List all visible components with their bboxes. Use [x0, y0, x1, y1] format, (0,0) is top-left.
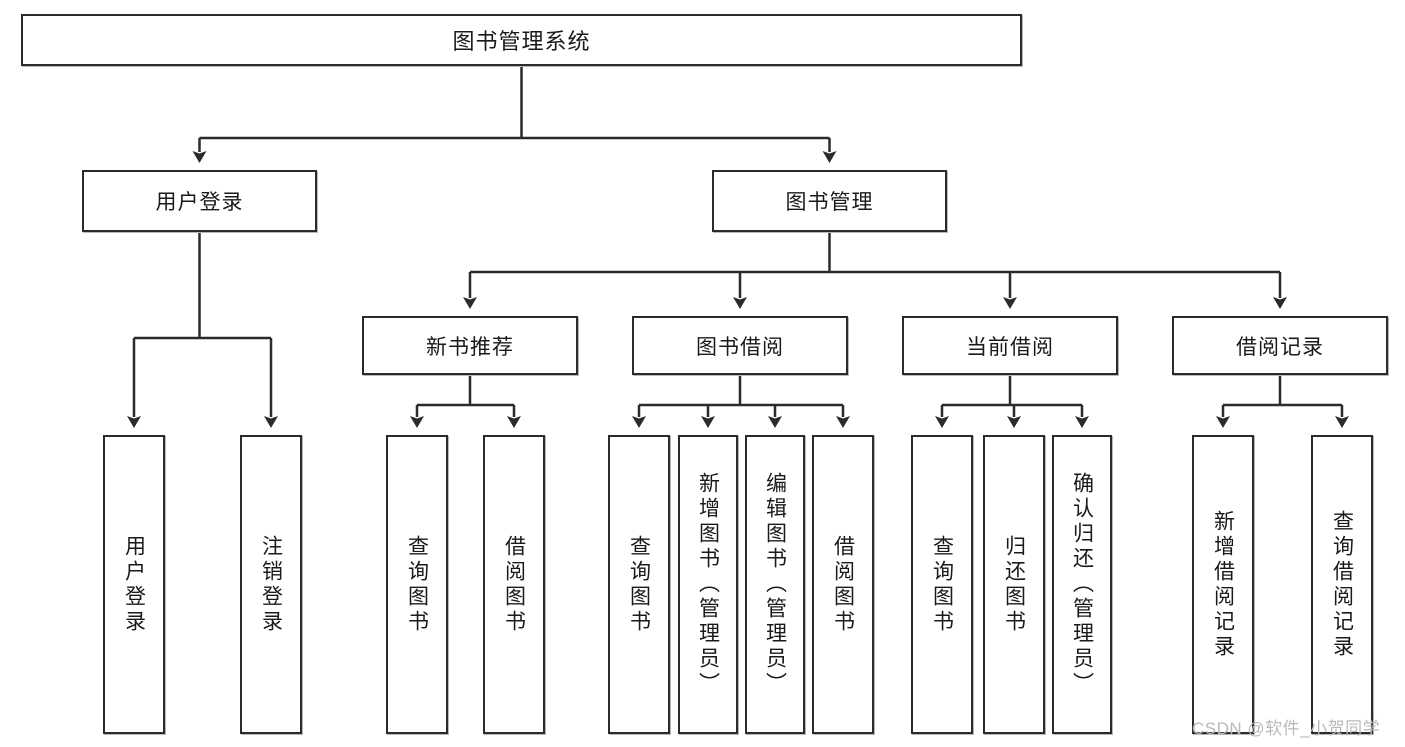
node-book-management[interactable]: 图书管理 — [712, 170, 947, 232]
node-label: 借阅图书 — [831, 534, 855, 635]
node-root[interactable]: 图书管理系统 — [21, 14, 1022, 66]
leaf-return-book[interactable]: 归还图书 — [983, 435, 1045, 734]
leaf-add-book-admin[interactable]: 新增图书（管理员） — [678, 435, 738, 734]
node-label: 新增借阅记录 — [1211, 509, 1235, 660]
node-label: 查询图书 — [930, 534, 954, 635]
leaf-query-borrow-record[interactable]: 查询借阅记录 — [1311, 435, 1373, 734]
node-label: 用户登录 — [122, 534, 146, 635]
node-label: 编辑图书（管理员） — [763, 472, 787, 697]
node-label: 图书管理 — [785, 191, 874, 214]
leaf-add-borrow-record[interactable]: 新增借阅记录 — [1192, 435, 1254, 734]
node-label: 归还图书 — [1002, 534, 1026, 635]
leaf-query-book-recommend[interactable]: 查询图书 — [386, 435, 448, 734]
node-label: 借阅图书 — [502, 534, 526, 635]
node-book-borrow[interactable]: 图书借阅 — [632, 316, 848, 375]
node-label: 查询图书 — [405, 534, 429, 635]
node-label: 图书借阅 — [696, 335, 784, 359]
node-borrow-record[interactable]: 借阅记录 — [1172, 316, 1388, 375]
leaf-query-book-current[interactable]: 查询图书 — [911, 435, 973, 734]
node-label: 确认归还（管理员） — [1070, 472, 1094, 697]
node-label: 当前借阅 — [966, 335, 1054, 359]
node-user-login[interactable]: 用户登录 — [82, 170, 317, 232]
leaf-logout[interactable]: 注销登录 — [240, 435, 302, 734]
node-label: 用户登录 — [155, 191, 244, 214]
node-label: 图书管理系统 — [452, 29, 591, 54]
leaf-borrow-book-recommend[interactable]: 借阅图书 — [483, 435, 545, 734]
node-label: 注销登录 — [259, 534, 283, 635]
node-new-book-recommend[interactable]: 新书推荐 — [362, 316, 578, 375]
csdn-watermark: CSDN @软件_小贺同学 — [1192, 719, 1381, 738]
node-label: 新书推荐 — [426, 335, 514, 359]
node-label: 借阅记录 — [1236, 335, 1324, 359]
node-label: 新增图书（管理员） — [696, 472, 720, 697]
node-label: 查询图书 — [627, 534, 651, 635]
leaf-query-book-borrow[interactable]: 查询图书 — [608, 435, 670, 734]
leaf-confirm-return-admin[interactable]: 确认归还（管理员） — [1052, 435, 1112, 734]
leaf-edit-book-admin[interactable]: 编辑图书（管理员） — [745, 435, 805, 734]
node-current-borrow[interactable]: 当前借阅 — [902, 316, 1118, 375]
leaf-user-login[interactable]: 用户登录 — [103, 435, 165, 734]
node-label: 查询借阅记录 — [1330, 509, 1354, 660]
leaf-borrow-book[interactable]: 借阅图书 — [812, 435, 874, 734]
